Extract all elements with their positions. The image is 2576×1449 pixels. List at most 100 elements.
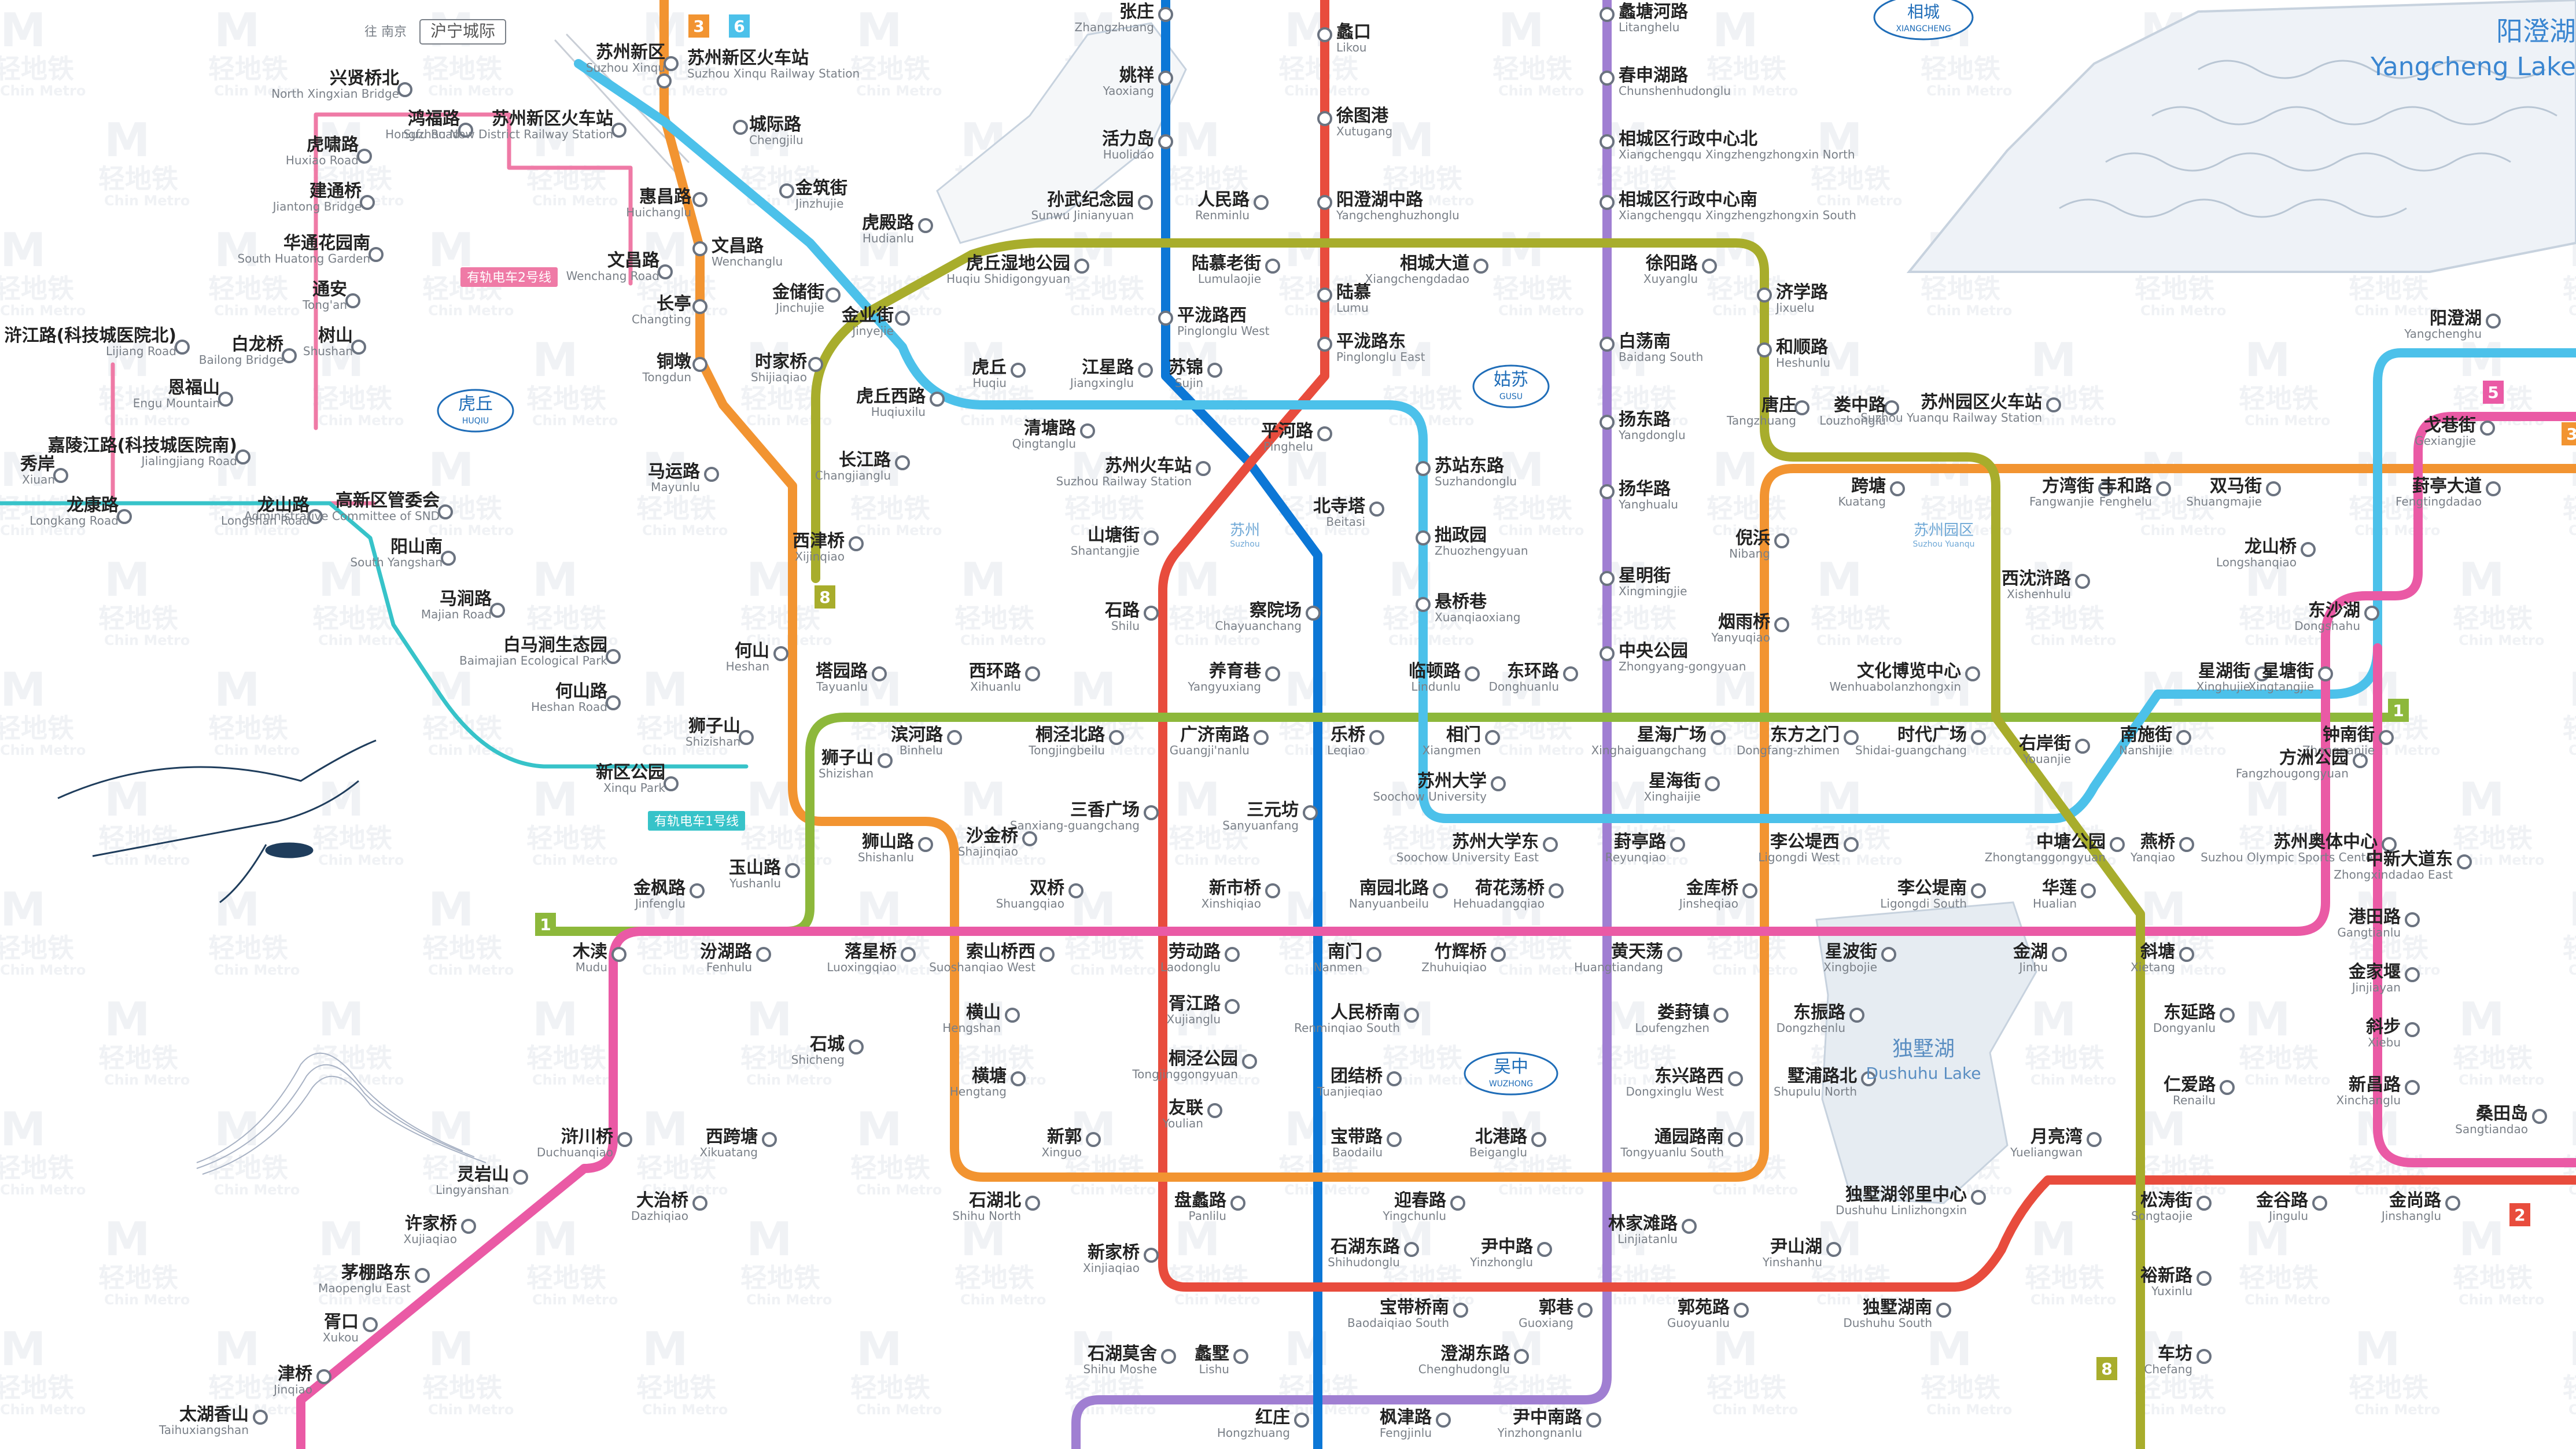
station-dot[interactable] <box>2405 967 2420 982</box>
station-dot[interactable] <box>692 299 707 314</box>
station-dot[interactable] <box>1207 1103 1222 1118</box>
station-dot[interactable] <box>1005 1008 1020 1023</box>
station-dot[interactable] <box>1404 1008 1419 1023</box>
station-dot[interactable] <box>1826 1242 1841 1257</box>
station-dot[interactable] <box>2098 481 2113 496</box>
station-dot[interactable] <box>1705 776 1720 791</box>
station-dot[interactable] <box>895 311 910 326</box>
station-dot[interactable] <box>316 1369 331 1384</box>
station-dot[interactable] <box>1728 1132 1743 1147</box>
station-dot[interactable] <box>664 776 679 791</box>
station-dot[interactable] <box>438 504 453 519</box>
station-dot[interactable] <box>1265 259 1280 274</box>
station-dot[interactable] <box>692 1196 707 1211</box>
station-dot[interactable] <box>1711 730 1726 745</box>
station-dot[interactable] <box>2353 753 2368 768</box>
station-dot[interactable] <box>2405 912 2420 927</box>
station-dot[interactable] <box>1416 530 1431 545</box>
station-dot[interactable] <box>2457 854 2472 869</box>
station-dot[interactable] <box>692 241 707 256</box>
station-dot[interactable] <box>1387 1071 1402 1086</box>
station-dot[interactable] <box>2179 947 2194 962</box>
station-dot[interactable] <box>611 123 627 138</box>
station-dot[interactable] <box>2480 421 2495 436</box>
station-dot[interactable] <box>1109 730 1124 745</box>
station-dot[interactable] <box>1317 287 1332 303</box>
station-dot[interactable] <box>1317 111 1332 126</box>
station-dot[interactable] <box>1884 400 1899 415</box>
station-dot[interactable] <box>2301 542 2316 557</box>
station-dot[interactable] <box>1774 617 1789 632</box>
station-dot[interactable] <box>1728 1071 1743 1086</box>
station-dot[interactable] <box>2075 574 2090 589</box>
station-dot[interactable] <box>458 123 473 138</box>
station-dot[interactable] <box>345 293 360 308</box>
station-dot[interactable] <box>1543 837 1558 852</box>
station-dot[interactable] <box>1702 259 1717 274</box>
station-dot[interactable] <box>1549 883 1564 898</box>
station-dot[interactable] <box>1317 27 1332 42</box>
station-dot[interactable] <box>360 195 375 210</box>
station-dot[interactable] <box>2176 730 2191 745</box>
station-dot[interactable] <box>2197 1349 2212 1364</box>
station-dot[interactable] <box>1144 805 1159 820</box>
station-dot[interactable] <box>2179 837 2194 852</box>
station-dot[interactable] <box>368 247 384 262</box>
station-dot[interactable] <box>363 1317 378 1332</box>
station-dot[interactable] <box>1158 311 1173 326</box>
station-dot[interactable] <box>2156 481 2171 496</box>
station-dot[interactable] <box>1890 481 1905 496</box>
station-dot[interactable] <box>1404 1242 1419 1257</box>
station-dot[interactable] <box>1965 666 1980 681</box>
station-dot[interactable] <box>1138 363 1153 378</box>
station-dot[interactable] <box>2445 1196 2460 1211</box>
station-dot[interactable] <box>1861 1071 1876 1086</box>
station-dot[interactable] <box>1473 259 1488 274</box>
station-dot[interactable] <box>658 264 673 279</box>
station-dot[interactable] <box>1514 1349 1529 1364</box>
station-dot[interactable] <box>415 1268 430 1283</box>
station-dot[interactable] <box>2220 1008 2235 1023</box>
station-dot[interactable] <box>2087 1132 2102 1147</box>
station-dot[interactable] <box>2197 1196 2212 1211</box>
station-dot[interactable] <box>733 120 748 135</box>
station-dot[interactable] <box>1158 7 1173 22</box>
station-dot[interactable] <box>1317 337 1332 352</box>
station-dot[interactable] <box>1774 533 1789 548</box>
station-dot[interactable] <box>1757 342 1772 357</box>
station-dot[interactable] <box>357 149 372 164</box>
station-dot[interactable] <box>1971 883 1986 898</box>
station-dot[interactable] <box>1025 666 1040 681</box>
station-dot[interactable] <box>1971 1190 1986 1205</box>
station-dot[interactable] <box>1306 606 1321 621</box>
station-dot[interactable] <box>1317 426 1332 441</box>
station-dot[interactable] <box>1465 666 1480 681</box>
station-dot[interactable] <box>1936 1303 1951 1318</box>
station-dot[interactable] <box>1387 1132 1402 1147</box>
station-dot[interactable] <box>773 646 788 661</box>
station-dot[interactable] <box>2405 1080 2420 1095</box>
station-dot[interactable] <box>2081 883 2096 898</box>
station-dot[interactable] <box>1254 730 1269 745</box>
station-dot[interactable] <box>253 1410 268 1425</box>
station-dot[interactable] <box>1586 1413 1601 1428</box>
station-dot[interactable] <box>2318 666 2333 681</box>
station-dot[interactable] <box>1450 1196 1465 1211</box>
station-dot[interactable] <box>1068 883 1084 898</box>
station-dot[interactable] <box>1254 195 1269 210</box>
station-dot[interactable] <box>785 863 800 878</box>
station-dot[interactable] <box>1080 423 1095 438</box>
station-dot[interactable] <box>1563 666 1578 681</box>
station-dot[interactable] <box>1600 195 1615 210</box>
station-dot[interactable] <box>849 536 864 551</box>
station-dot[interactable] <box>1207 363 1222 378</box>
station-dot[interactable] <box>1667 947 1682 962</box>
station-dot[interactable] <box>849 1039 864 1055</box>
station-dot[interactable] <box>1011 1071 1026 1086</box>
station-dot[interactable] <box>1317 195 1332 210</box>
station-dot[interactable] <box>1491 776 1506 791</box>
station-dot[interactable] <box>175 340 190 355</box>
station-dot[interactable] <box>1881 947 1896 962</box>
station-dot[interactable] <box>1600 7 1615 22</box>
station-dot[interactable] <box>2379 730 2394 745</box>
